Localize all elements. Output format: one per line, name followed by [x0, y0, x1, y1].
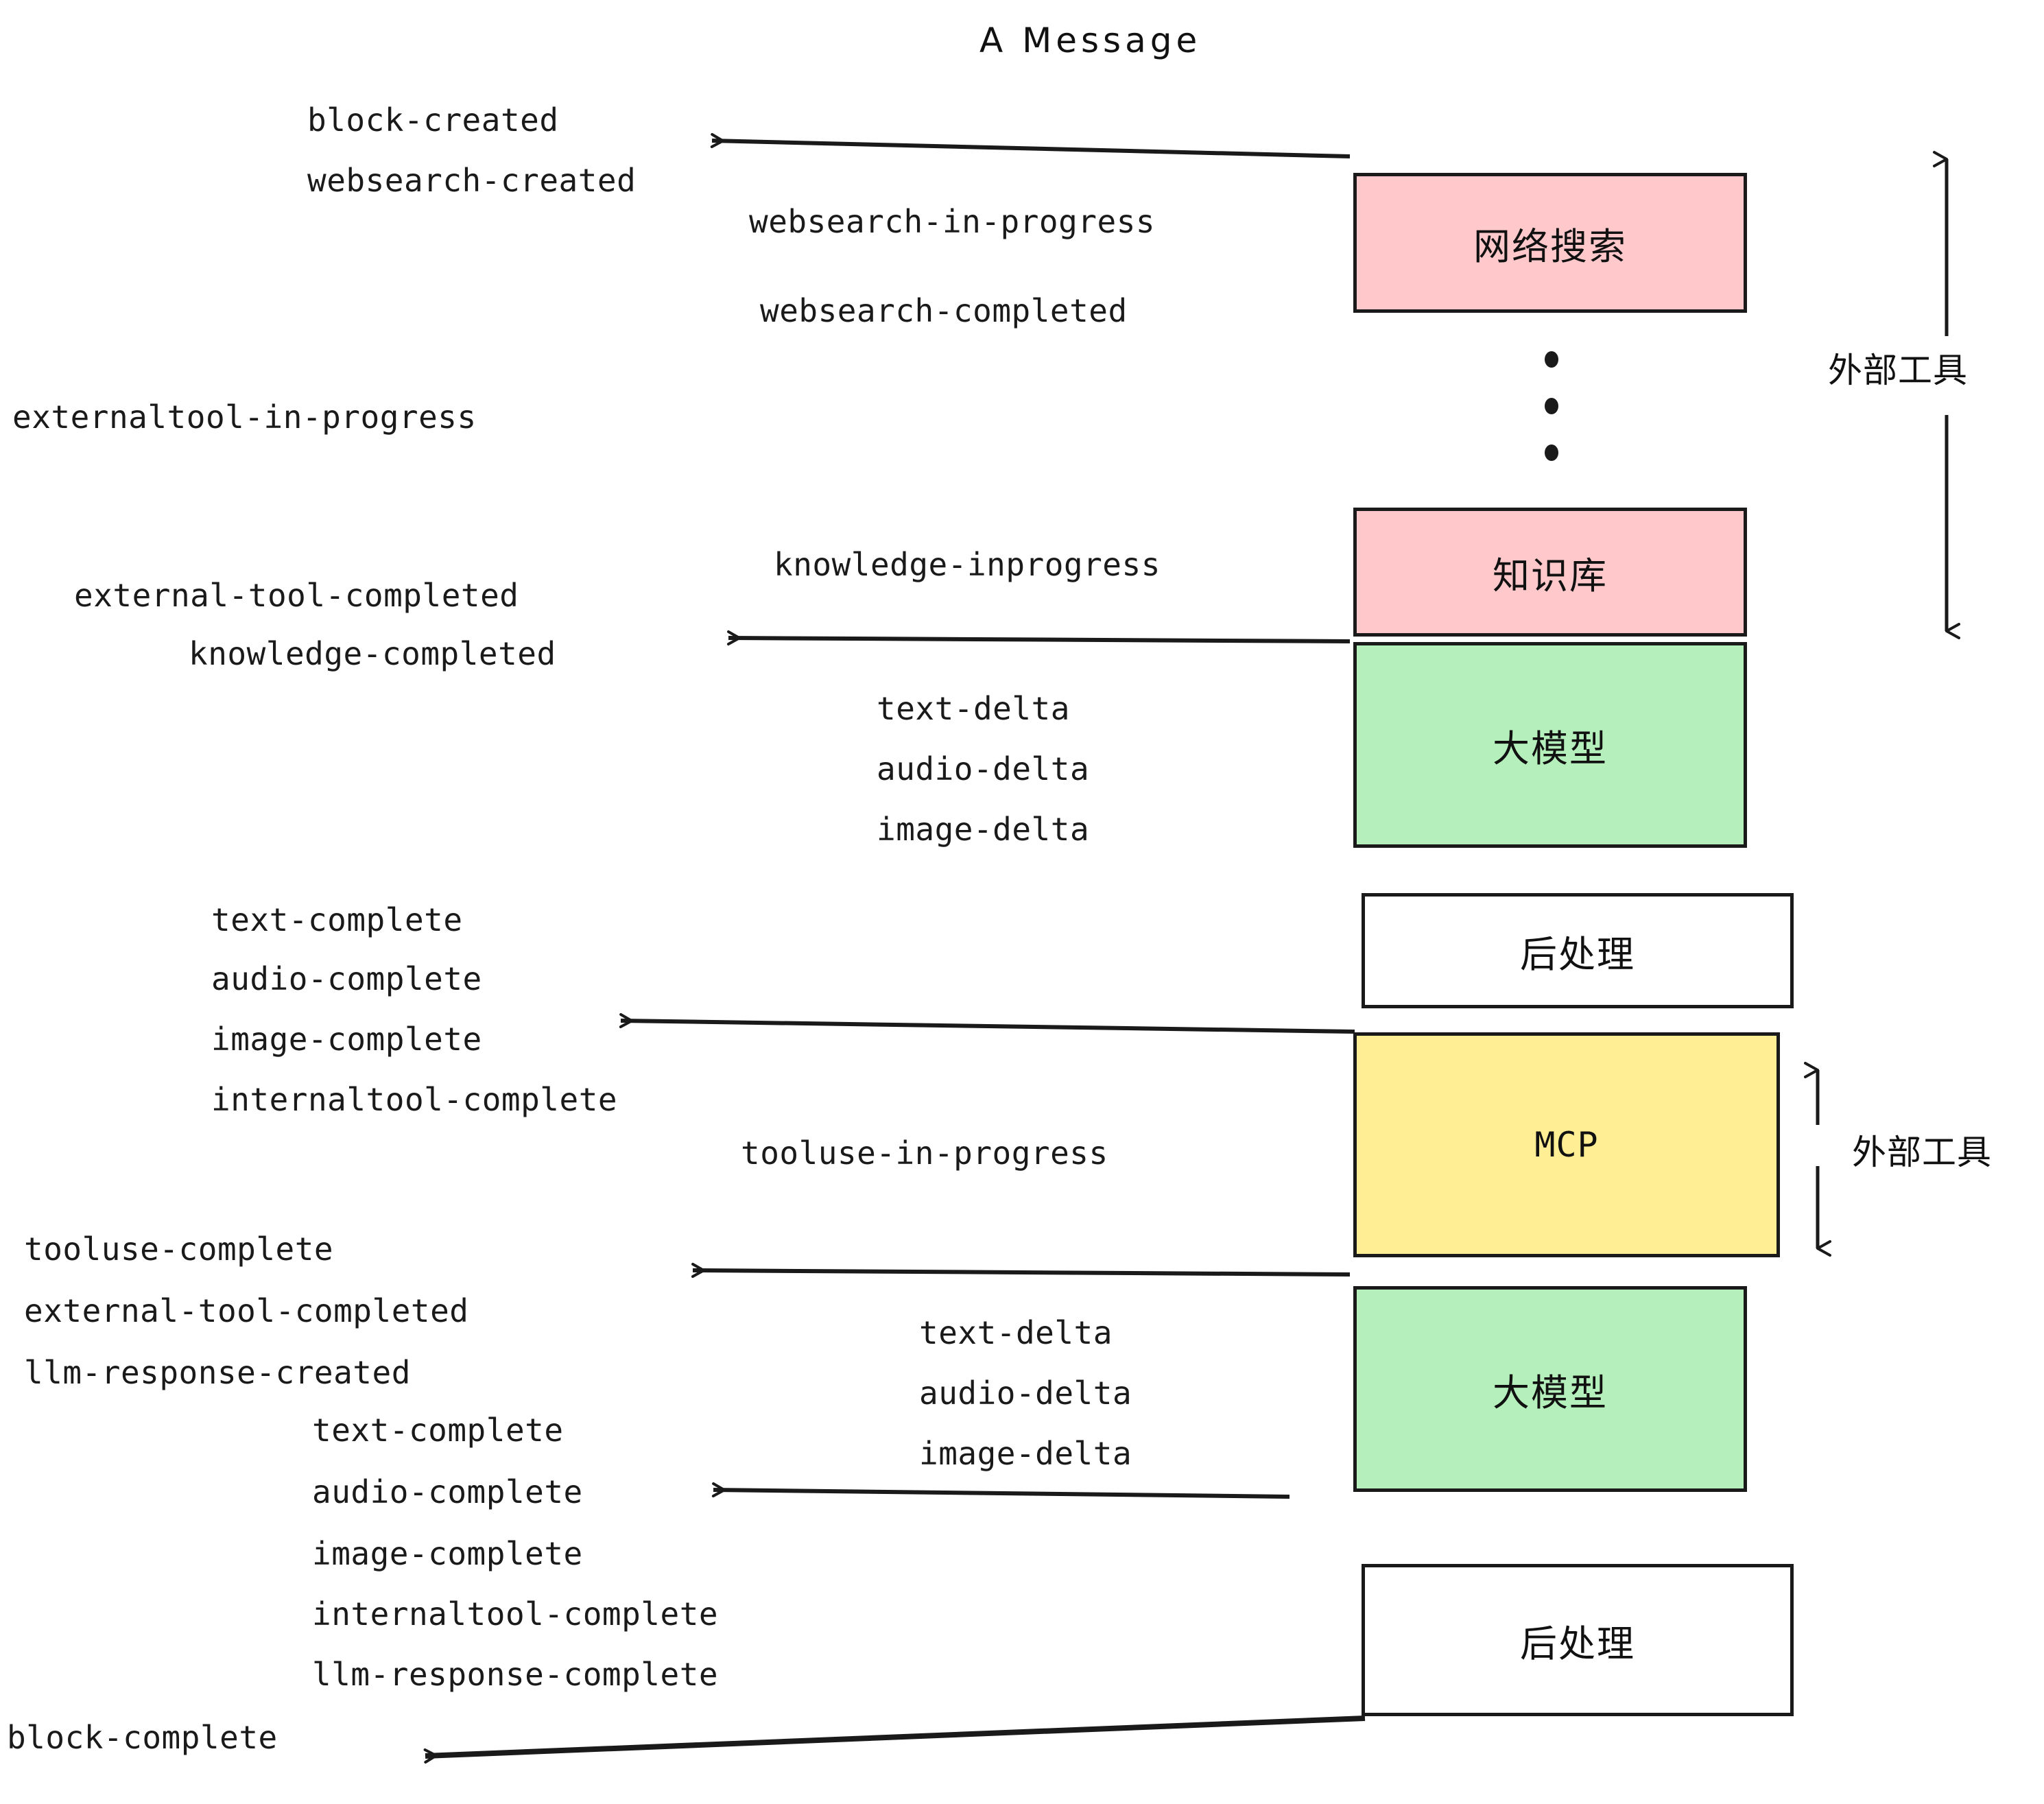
arrow-postprocess2-to-block-complete: [423, 1716, 1366, 1764]
arrow-postprocess1-to-image-complete: [619, 1013, 1355, 1034]
node-postprocess-first[interactable]: 后处理: [1362, 893, 1794, 1008]
group-label-external-tools-top: 外部工具: [1828, 351, 1968, 390]
node-postprocess-second[interactable]: 后处理: [1362, 1564, 1794, 1716]
node-llm-second[interactable]: 大模型: [1353, 1286, 1747, 1492]
event-internaltool-complete-first: internaltool-complete: [211, 1081, 618, 1118]
event-image-delta-first: image-delta: [877, 811, 1090, 848]
event-text-complete-second: text-complete: [312, 1412, 564, 1449]
event-image-complete-first: image-complete: [211, 1021, 482, 1058]
node-knowledge-base[interactable]: 知识库: [1353, 508, 1747, 637]
arrow-websearch-to-block-created: [710, 133, 1351, 158]
event-externaltool-in-progress: externaltool-in-progress: [12, 399, 477, 436]
event-websearch-completed: websearch-completed: [760, 292, 1128, 329]
ellipsis-dot: [1545, 351, 1558, 368]
event-audio-delta-second: audio-delta: [919, 1375, 1132, 1412]
event-external-tool-completed-first: external-tool-completed: [74, 577, 519, 614]
event-text-delta-first: text-delta: [877, 690, 1070, 727]
event-knowledge-completed: knowledge-completed: [189, 635, 556, 672]
event-audio-complete-first: audio-complete: [211, 960, 482, 997]
event-knowledge-inprogress: knowledge-inprogress: [774, 546, 1161, 583]
arrow-knowledge-to-knowledge-completed: [726, 630, 1351, 645]
ellipsis-dot: [1545, 444, 1558, 461]
event-block-complete: block-complete: [7, 1719, 278, 1756]
event-text-delta-second: text-delta: [919, 1314, 1113, 1351]
node-mcp[interactable]: MCP: [1353, 1032, 1780, 1257]
event-llm-response-complete: llm-response-complete: [312, 1656, 719, 1693]
ellipsis-dot: [1545, 398, 1558, 414]
event-websearch-in-progress: websearch-in-progress: [749, 203, 1156, 240]
node-websearch[interactable]: 网络搜索: [1353, 173, 1747, 313]
event-tooluse-complete: tooluse-complete: [24, 1231, 334, 1268]
event-text-complete-first: text-complete: [211, 901, 463, 938]
arrow-mcp-to-tooluse-complete: [691, 1263, 1351, 1278]
node-llm-first[interactable]: 大模型: [1353, 642, 1747, 848]
group-label-external-tools-mid: 外部工具: [1852, 1132, 1992, 1172]
event-image-delta-second: image-delta: [919, 1435, 1132, 1472]
event-external-tool-completed-second: external-tool-completed: [24, 1292, 469, 1329]
event-websearch-created: websearch-created: [307, 162, 637, 199]
event-internaltool-complete-second: internaltool-complete: [312, 1595, 719, 1633]
event-tooluse-in-progress: tooluse-in-progress: [741, 1135, 1108, 1172]
arrow-llm2-to-audio-complete: [711, 1482, 1290, 1499]
event-audio-complete-second: audio-complete: [312, 1473, 583, 1510]
page-title: A Message: [979, 21, 1202, 60]
event-llm-response-created: llm-response-created: [24, 1354, 411, 1391]
event-audio-delta-first: audio-delta: [877, 750, 1090, 787]
event-block-created: block-created: [307, 102, 559, 139]
event-image-complete-second: image-complete: [312, 1535, 583, 1572]
